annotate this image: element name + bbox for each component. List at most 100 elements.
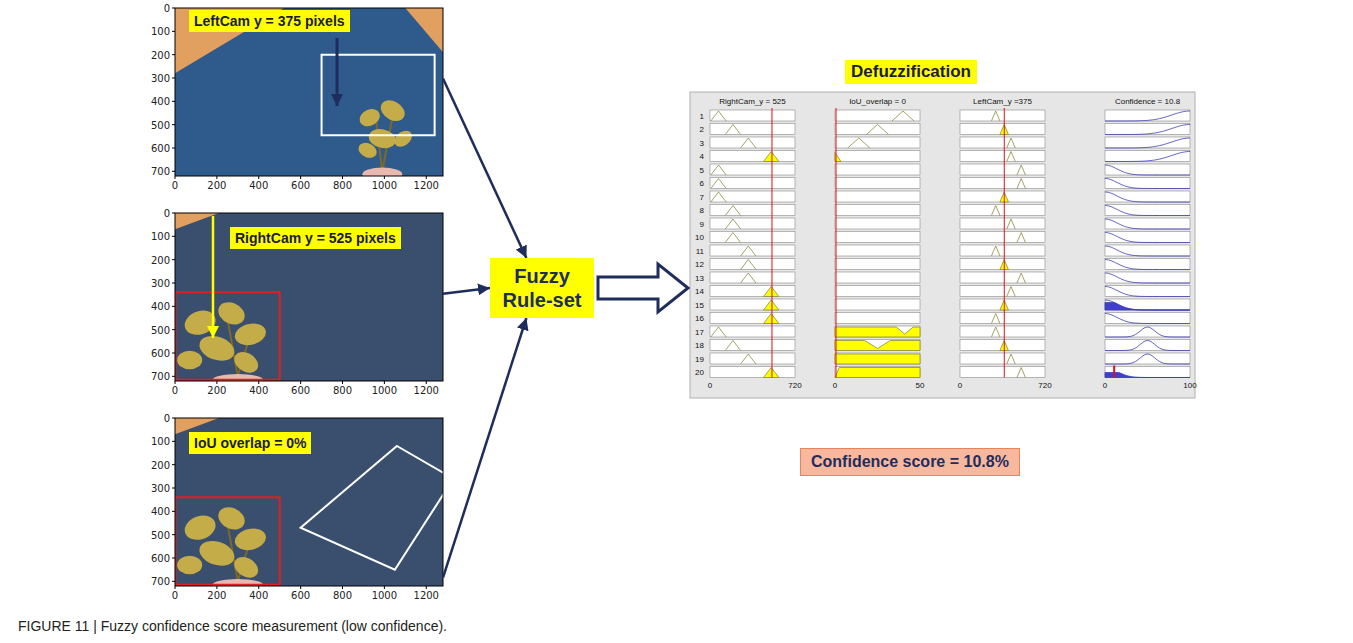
rule-viewer-panel: Defuzzification xyxy=(690,92,1195,398)
axis-tick xyxy=(172,101,175,102)
membership-function xyxy=(725,206,740,216)
membership-function xyxy=(991,206,1000,216)
membership-function xyxy=(1007,354,1016,364)
plant-leaf xyxy=(231,348,261,377)
membership-function xyxy=(1007,287,1016,297)
axis-tick-label: 1200 xyxy=(414,590,439,601)
axis-tick xyxy=(172,148,175,149)
image-frame xyxy=(175,213,443,381)
membership-function xyxy=(1105,233,1190,243)
axis-tick-label: 0 xyxy=(164,413,170,424)
image-frame xyxy=(175,418,443,586)
variable-title: Confidence = 10.8 xyxy=(1115,97,1180,106)
axis-tick-label: 100 xyxy=(151,26,170,37)
axis-tick xyxy=(172,283,175,284)
rule-cell xyxy=(710,191,795,202)
rule-set-box: Fuzzy Rule-set xyxy=(490,258,594,318)
axis-tick xyxy=(342,586,343,589)
membership-function xyxy=(711,111,726,121)
rule-cell xyxy=(1105,299,1190,310)
score-label: Confidence score = 10.8% xyxy=(801,449,1019,475)
membership-function xyxy=(1105,152,1190,162)
variable-title: RightCam_y = 525 xyxy=(719,97,785,106)
membership-function xyxy=(1105,287,1190,297)
rule-cell xyxy=(835,367,920,378)
axis-tick xyxy=(175,381,176,384)
rule-number: 11 xyxy=(696,246,704,255)
rule-number: 19 xyxy=(695,354,704,363)
axis-tick-label: 100 xyxy=(151,231,170,242)
axis-tick-label: 400 xyxy=(249,180,268,191)
range-label: 0 xyxy=(708,381,712,390)
plant-leaf xyxy=(357,106,382,129)
rule-cell xyxy=(960,367,1045,378)
axis-tick-label: 300 xyxy=(151,73,170,84)
range-label: 50 xyxy=(916,381,925,390)
rule-cell xyxy=(710,124,795,135)
membership-function xyxy=(1105,111,1190,121)
rule-cell xyxy=(835,272,920,283)
rule-number: 18 xyxy=(695,341,704,350)
image-frame xyxy=(175,8,443,176)
membership-function xyxy=(1017,273,1025,283)
rule-cell xyxy=(710,367,795,378)
rule-cell xyxy=(1105,178,1190,189)
rule-cell xyxy=(960,232,1045,243)
membership-function xyxy=(835,368,920,378)
membership-function xyxy=(711,327,726,337)
rule-cell xyxy=(960,164,1045,175)
axis-tick xyxy=(172,8,175,9)
axis-tick xyxy=(172,171,175,172)
axis-tick-label: 100 xyxy=(151,436,170,447)
rule-cell xyxy=(1105,164,1190,175)
rule-cell xyxy=(835,110,920,121)
rule-cell xyxy=(1105,259,1190,270)
rule-viewer-background xyxy=(690,92,1195,398)
rule-cell xyxy=(960,313,1045,324)
axis-tick-label: 300 xyxy=(151,278,170,289)
rule-number: 17 xyxy=(695,327,704,336)
axis-tick xyxy=(342,381,343,384)
rule-cell xyxy=(835,191,920,202)
axis-tick-label: 1200 xyxy=(414,385,439,396)
membership-function xyxy=(848,138,870,148)
axis-tick-label: 700 xyxy=(151,576,170,587)
axis-tick-label: 200 xyxy=(151,49,170,60)
rule-cell xyxy=(960,286,1045,297)
axis-tick xyxy=(172,54,175,55)
axis-tick-label: 200 xyxy=(151,459,170,470)
axis-tick xyxy=(172,353,175,354)
membership-function xyxy=(1105,192,1190,202)
axis-tick xyxy=(258,381,259,384)
variable-title: LeftCam_y =375 xyxy=(973,97,1032,106)
rule-number: 20 xyxy=(695,368,704,377)
membership-function xyxy=(835,327,920,337)
pointer-arrow xyxy=(212,216,215,338)
rule-cell xyxy=(960,259,1045,270)
pointer-arrow xyxy=(336,38,339,106)
axis-tick xyxy=(342,176,343,179)
rule-number: 3 xyxy=(700,138,704,147)
floor xyxy=(175,8,443,176)
rule-cell xyxy=(960,191,1045,202)
rule-cell xyxy=(710,313,795,324)
camera-scene xyxy=(175,213,443,381)
axis-tick-label: 300 xyxy=(151,483,170,494)
axis-tick-label: 0 xyxy=(172,180,178,191)
rule-cell xyxy=(1105,218,1190,229)
axis-tick xyxy=(258,176,259,179)
axis-tick xyxy=(300,176,301,179)
membership-function xyxy=(741,260,756,270)
axis-tick xyxy=(172,124,175,125)
axis-tick-label: 0 xyxy=(172,385,178,396)
rule-cell xyxy=(1105,232,1190,243)
axis-tick-label: 600 xyxy=(291,385,310,396)
axis-tick xyxy=(172,488,175,489)
membership-function xyxy=(1105,246,1190,256)
axis-tick-label: 1200 xyxy=(414,180,439,191)
rule-cell xyxy=(960,299,1045,310)
membership-function xyxy=(1105,260,1190,270)
membership-function xyxy=(1105,179,1190,189)
